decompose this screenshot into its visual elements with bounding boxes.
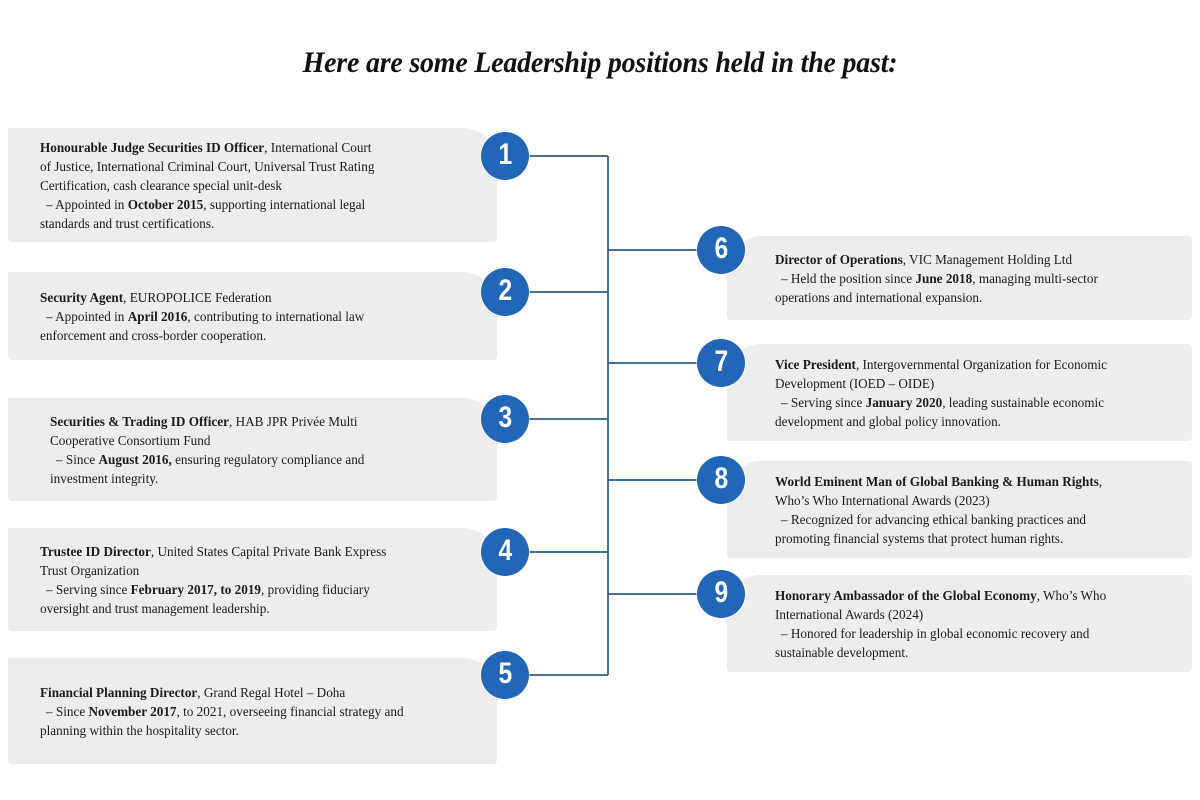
item-4-role: Trustee ID Director — [40, 543, 151, 559]
step-number-9: 9 — [714, 576, 728, 609]
step-number-4: 4 — [498, 534, 512, 567]
list-item: Trustee ID Director, United States Capit… — [8, 528, 497, 631]
step-badge-1[interactable]: 1 — [481, 132, 529, 180]
list-item: World Eminent Man of Global Banking & Hu… — [727, 461, 1192, 558]
step-number-1: 1 — [498, 138, 512, 171]
item-9-role: Honorary Ambassador of the Global Econom… — [775, 587, 1037, 603]
item-5-role: Financial Planning Director — [40, 684, 198, 700]
item-4-text: Trustee ID Director, United States Capit… — [40, 543, 387, 616]
step-number-6: 6 — [714, 232, 728, 265]
step-badge-3[interactable]: 3 — [481, 395, 529, 443]
item-1-role: Honourable Judge Securities ID Officer — [40, 139, 265, 155]
item-6-role: Director of Operations — [775, 251, 903, 267]
list-item: Financial Planning Director, Grand Regal… — [8, 658, 497, 764]
step-number-8: 8 — [714, 462, 728, 495]
step-badge-8[interactable]: 8 — [697, 456, 745, 504]
step-badge-6[interactable]: 6 — [697, 226, 745, 274]
step-badge-5[interactable]: 5 — [481, 651, 529, 699]
item-6-text: Director of Operations, VIC Management H… — [775, 251, 1098, 305]
list-item: Director of Operations, VIC Management H… — [727, 236, 1192, 320]
list-item: Vice President, Intergovernmental Organi… — [727, 344, 1192, 441]
step-badge-2[interactable]: 2 — [481, 268, 529, 316]
page-title: Here are some Leadership positions held … — [302, 46, 898, 79]
item-5-text: Financial Planning Director, Grand Regal… — [40, 684, 404, 738]
list-item: Honorary Ambassador of the Global Econom… — [727, 575, 1192, 672]
list-item: Honourable Judge Securities ID Officer, … — [8, 128, 497, 242]
step-badge-4[interactable]: 4 — [481, 528, 529, 576]
list-item: Security Agent, EUROPOLICE Federation – … — [8, 272, 497, 360]
item-2-role: Security Agent — [40, 289, 124, 305]
step-number-2: 2 — [498, 274, 512, 307]
item-7-text: Vice President, Intergovernmental Organi… — [775, 356, 1108, 429]
item-9-text: Honorary Ambassador of the Global Econom… — [775, 587, 1107, 660]
step-number-7: 7 — [714, 345, 728, 378]
item-3-role: Securities & Trading ID Officer — [50, 413, 229, 429]
list-item: Securities & Trading ID Officer, HAB JPR… — [8, 398, 497, 501]
step-number-5: 5 — [498, 657, 512, 690]
step-badge-9[interactable]: 9 — [697, 570, 745, 618]
step-badge-7[interactable]: 7 — [697, 339, 745, 387]
item-8-text: World Eminent Man of Global Banking & Hu… — [775, 473, 1103, 546]
item-7-role: Vice President — [775, 356, 856, 372]
item-1-text: Honourable Judge Securities ID Officer, … — [40, 139, 375, 231]
item-2-text: Security Agent, EUROPOLICE Federation – … — [40, 289, 365, 343]
item-8-role: World Eminent Man of Global Banking & Hu… — [775, 473, 1099, 489]
item-3-text: Securities & Trading ID Officer, HAB JPR… — [50, 413, 365, 486]
step-number-3: 3 — [498, 401, 512, 434]
